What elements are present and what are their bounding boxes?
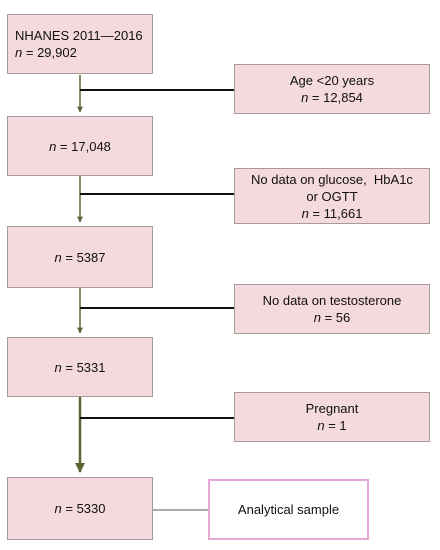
age-exclusion-title: Age <20 years xyxy=(289,73,375,88)
step3-count: n = 5387 xyxy=(54,249,106,265)
age-exclusion-box: Age <20 years n = 12,854 xyxy=(234,64,430,114)
pregnant-exclusion-title: Pregnant xyxy=(305,401,359,416)
step2-box: n = 17,048 xyxy=(7,116,153,176)
testosterone-exclusion-count: n = 56 xyxy=(313,310,351,325)
start-box-count: n = 29,902 xyxy=(15,45,77,60)
step5-box: n = 5330 xyxy=(7,477,153,540)
step2-count: n = 17,048 xyxy=(49,138,111,154)
analytical-sample-title: Analytical sample xyxy=(237,502,340,517)
analytical-sample-box: Analytical sample xyxy=(208,479,369,540)
step4-box: n = 5331 xyxy=(7,337,153,397)
testosterone-exclusion-box: No data on testosterone n = 56 xyxy=(234,284,430,334)
testosterone-exclusion-title: No data on testosterone xyxy=(262,293,402,308)
pregnant-exclusion-box: Pregnant n = 1 xyxy=(234,392,430,442)
step3-box: n = 5387 xyxy=(7,226,153,288)
glucose-exclusion-line1: No data on glucose, HbA1c xyxy=(251,171,413,187)
glucose-exclusion-line2: or OGTT xyxy=(306,188,358,204)
start-box-title: NHANES 2011—2016 xyxy=(15,28,143,43)
glucose-exclusion-box: No data on glucose, HbA1c or OGTT n = 11… xyxy=(234,168,430,224)
age-exclusion-count: n = 12,854 xyxy=(301,90,363,105)
step4-count: n = 5331 xyxy=(54,359,106,375)
start-box: NHANES 2011—2016 n = 29,902 xyxy=(7,14,153,74)
pregnant-exclusion-count: n = 1 xyxy=(317,418,347,433)
glucose-exclusion-count: n = 11,661 xyxy=(301,205,363,221)
step5-count: n = 5330 xyxy=(54,501,106,516)
